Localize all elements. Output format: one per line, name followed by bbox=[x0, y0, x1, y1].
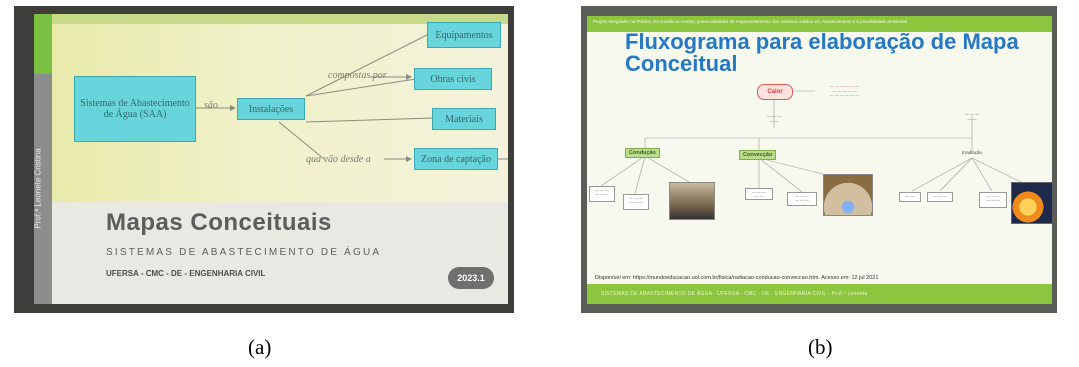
concept-node-materiais: Materiais bbox=[432, 108, 496, 130]
bottom-green-banner bbox=[587, 284, 1052, 304]
concept-node-obras-civis: Obras civis bbox=[414, 68, 492, 90]
caption-b: (b) bbox=[808, 335, 833, 359]
flask-flame-image bbox=[823, 174, 873, 216]
calor-definition-text: — — — — — —— — — — —— — — — — — bbox=[829, 83, 860, 98]
link-label-sao: são bbox=[204, 100, 218, 111]
top-green-banner bbox=[587, 16, 1052, 32]
concept-box: — — —— — bbox=[745, 188, 773, 200]
source-citation: Disponível em: https://mundoeducacao.uol… bbox=[595, 275, 879, 281]
caption-a: (a) bbox=[248, 335, 272, 359]
concept-node-instalacoes: Instalações bbox=[237, 98, 305, 120]
top-banner-text: Projeto Integrador na Prática: Da Gestão… bbox=[593, 19, 907, 24]
concept-map-connectors bbox=[196, 33, 508, 162]
year-badge: 2023.1 bbox=[448, 267, 494, 289]
link-text-calor: — — —— — bbox=[766, 113, 782, 123]
branch-conducao: Condução bbox=[625, 148, 660, 158]
concept-box: — — —— — — bbox=[589, 186, 615, 202]
sun-image bbox=[1011, 182, 1052, 224]
concept-node-sistemas: Sistemas de Abastecimento de Água (SAA) bbox=[74, 76, 196, 142]
link-text-irradiacao: — — —— — bbox=[964, 111, 980, 121]
concept-node-zona-captacao: Zona de captação bbox=[414, 148, 498, 170]
branch-conveccao: Convecção bbox=[739, 150, 777, 160]
root-node-calor: Calor bbox=[757, 84, 793, 100]
link-label-qua-vao-desde-a: qua vão desde a bbox=[306, 154, 371, 165]
slide-subtitle: SISTEMAS DE ABASTECIMENTO DE ÁGUA bbox=[106, 247, 382, 258]
green-corner-accent bbox=[34, 14, 52, 74]
slide-mapas-conceituais: Prof.ª Leonete Cristina Sistemas de Abas… bbox=[34, 14, 508, 304]
concept-node-equipamentos: Equipamentos bbox=[427, 22, 501, 48]
photo-b: Projeto Integrador na Prática: Da Gestão… bbox=[581, 6, 1057, 313]
branch-irradiacao: Irradiação bbox=[961, 150, 982, 155]
photo-a: Prof.ª Leonete Cristina Sistemas de Abas… bbox=[14, 6, 514, 313]
institution-label: UFERSA - CMC - DE - ENGENHARIA CIVIL bbox=[106, 269, 266, 278]
slide-fluxograma: Projeto Integrador na Prática: Da Gestão… bbox=[587, 16, 1052, 304]
concept-box: — — — bbox=[927, 192, 953, 202]
link-label-compostas-por: compostas por bbox=[328, 70, 387, 81]
concept-box: — — —— — — bbox=[787, 192, 817, 206]
concept-box: — — bbox=[899, 192, 921, 202]
concept-box: — — —— — — bbox=[979, 192, 1007, 208]
green-top-strip bbox=[34, 14, 508, 24]
slide-title: Fluxograma para elaboração de Mapa Conce… bbox=[625, 29, 1019, 76]
flowchart-connectors bbox=[600, 90, 1026, 195]
slide-title: Mapas Conceituais bbox=[106, 209, 332, 236]
concept-box: — — —— — — bbox=[623, 194, 649, 210]
left-sidebar-strip bbox=[34, 74, 52, 304]
bottom-banner-text: SISTEMAS DE ABASTECIMENTO DE ÁGUA · UFER… bbox=[601, 291, 868, 297]
pot-on-stove-image bbox=[669, 182, 715, 220]
